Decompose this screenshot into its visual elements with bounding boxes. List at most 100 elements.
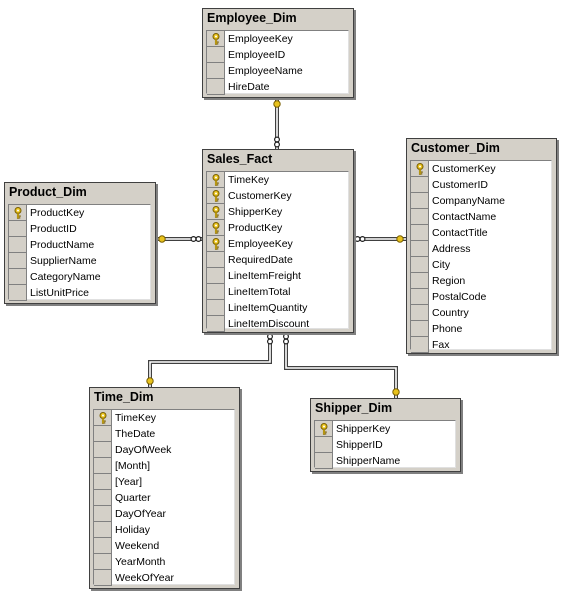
column-row[interactable]: PostalCode (411, 289, 551, 305)
column-row[interactable]: EmployeeKey (207, 236, 348, 252)
column-row[interactable]: CustomerID (411, 177, 551, 193)
row-selector[interactable] (207, 204, 225, 220)
row-selector[interactable] (411, 321, 429, 337)
column-row[interactable]: TimeKey (94, 410, 234, 426)
relationship-employee-dim[interactable] (273, 98, 281, 149)
row-selector[interactable] (411, 273, 429, 289)
column-row[interactable]: Quarter (94, 490, 234, 506)
column-row[interactable]: ShipperID (315, 437, 455, 453)
row-selector[interactable] (9, 221, 27, 237)
column-row[interactable]: Fax (411, 337, 551, 353)
column-row[interactable]: YearMonth (94, 554, 234, 570)
column-row[interactable]: WeekOfYear (94, 570, 234, 586)
row-selector[interactable] (207, 220, 225, 236)
row-selector[interactable] (94, 474, 112, 490)
row-selector[interactable] (207, 268, 225, 284)
column-row[interactable]: LineItemTotal (207, 284, 348, 300)
column-row[interactable]: CompanyName (411, 193, 551, 209)
table-title[interactable]: Sales_Fact (207, 152, 273, 166)
row-selector[interactable] (411, 289, 429, 305)
column-row[interactable]: LineItemFreight (207, 268, 348, 284)
row-selector[interactable] (207, 236, 225, 252)
column-row[interactable]: ProductKey (9, 205, 150, 221)
row-selector[interactable] (207, 79, 225, 95)
column-row[interactable]: ShipperKey (315, 421, 455, 437)
column-row[interactable]: [Month] (94, 458, 234, 474)
column-row[interactable]: ProductKey (207, 220, 348, 236)
column-row[interactable]: Region (411, 273, 551, 289)
column-row[interactable]: CustomerKey (207, 188, 348, 204)
column-row[interactable]: ShipperKey (207, 204, 348, 220)
column-row[interactable]: Holiday (94, 522, 234, 538)
column-row[interactable]: Weekend (94, 538, 234, 554)
row-selector[interactable] (94, 522, 112, 538)
row-selector[interactable] (411, 257, 429, 273)
table-title[interactable]: Customer_Dim (411, 141, 500, 155)
column-row[interactable]: Address (411, 241, 551, 257)
row-selector[interactable] (411, 209, 429, 225)
row-selector[interactable] (9, 285, 27, 301)
row-selector[interactable] (207, 63, 225, 79)
table-title[interactable]: Time_Dim (94, 390, 154, 404)
column-row[interactable]: EmployeeName (207, 63, 348, 79)
row-selector[interactable] (9, 253, 27, 269)
row-selector[interactable] (94, 426, 112, 442)
column-row[interactable]: ListUnitPrice (9, 285, 150, 301)
row-selector[interactable] (94, 490, 112, 506)
column-row[interactable]: HireDate (207, 79, 348, 95)
row-selector[interactable] (9, 205, 27, 221)
column-row[interactable]: DayOfYear (94, 506, 234, 522)
row-selector[interactable] (411, 161, 429, 177)
column-row[interactable]: Country (411, 305, 551, 321)
row-selector[interactable] (411, 193, 429, 209)
column-row[interactable]: CustomerKey (411, 161, 551, 177)
row-selector[interactable] (94, 538, 112, 554)
column-row[interactable]: EmployeeID (207, 47, 348, 63)
row-selector[interactable] (207, 188, 225, 204)
row-selector[interactable] (9, 237, 27, 253)
column-row[interactable]: EmployeeKey (207, 31, 348, 47)
table-title[interactable]: Employee_Dim (207, 11, 297, 25)
row-selector[interactable] (411, 337, 429, 353)
column-row[interactable]: City (411, 257, 551, 273)
column-row[interactable]: DayOfWeek (94, 442, 234, 458)
row-selector[interactable] (411, 225, 429, 241)
column-row[interactable]: RequiredDate (207, 252, 348, 268)
column-row[interactable]: ProductName (9, 237, 150, 253)
row-selector[interactable] (207, 31, 225, 47)
table-title[interactable]: Shipper_Dim (315, 401, 393, 415)
column-row[interactable]: TimeKey (207, 172, 348, 188)
column-row[interactable]: CategoryName (9, 269, 150, 285)
column-row[interactable]: ShipperName (315, 453, 455, 469)
relationship-shipper-dim[interactable] (283, 333, 400, 398)
row-selector[interactable] (315, 437, 333, 453)
column-row[interactable]: ProductID (9, 221, 150, 237)
column-row[interactable]: TheDate (94, 426, 234, 442)
table-title[interactable]: Product_Dim (9, 185, 87, 199)
row-selector[interactable] (411, 177, 429, 193)
relationship-customer-dim[interactable] (354, 235, 406, 243)
row-selector[interactable] (207, 284, 225, 300)
column-row[interactable]: LineItemQuantity (207, 300, 348, 316)
row-selector[interactable] (207, 300, 225, 316)
relationship-product-dim[interactable] (156, 235, 202, 243)
row-selector[interactable] (207, 316, 225, 332)
row-selector[interactable] (315, 421, 333, 437)
row-selector[interactable] (207, 47, 225, 63)
row-selector[interactable] (411, 305, 429, 321)
row-selector[interactable] (94, 554, 112, 570)
row-selector[interactable] (94, 458, 112, 474)
row-selector[interactable] (94, 570, 112, 586)
row-selector[interactable] (207, 172, 225, 188)
row-selector[interactable] (207, 252, 225, 268)
row-selector[interactable] (94, 410, 112, 426)
row-selector[interactable] (9, 269, 27, 285)
column-row[interactable]: ContactName (411, 209, 551, 225)
row-selector[interactable] (94, 442, 112, 458)
